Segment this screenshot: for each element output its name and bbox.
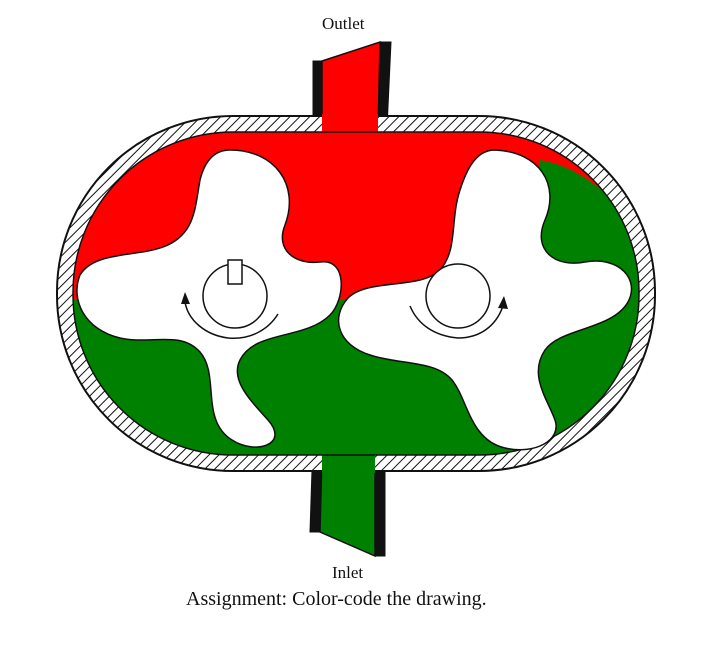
clockwise-arrow-icon (184, 301, 279, 339)
outlet-port-opening (322, 114, 378, 134)
counterclockwise-arrowhead (498, 296, 508, 309)
left-rotor (76, 149, 342, 448)
right-rotor (338, 149, 633, 451)
right-rotor-shaft (425, 263, 491, 329)
cavity-outline (72, 131, 640, 456)
outlet-label: Outlet (322, 14, 365, 33)
inlet-pipe-right-wall (374, 469, 386, 557)
counterclockwise-arrow-icon (409, 305, 504, 339)
clockwise-arrowhead (181, 292, 190, 304)
inlet-label: Inlet (332, 563, 364, 582)
inlet-port-opening (322, 453, 375, 473)
assignment-caption: Assignment: Color-code the drawing. (186, 588, 487, 610)
left-rotor-key (227, 259, 243, 285)
